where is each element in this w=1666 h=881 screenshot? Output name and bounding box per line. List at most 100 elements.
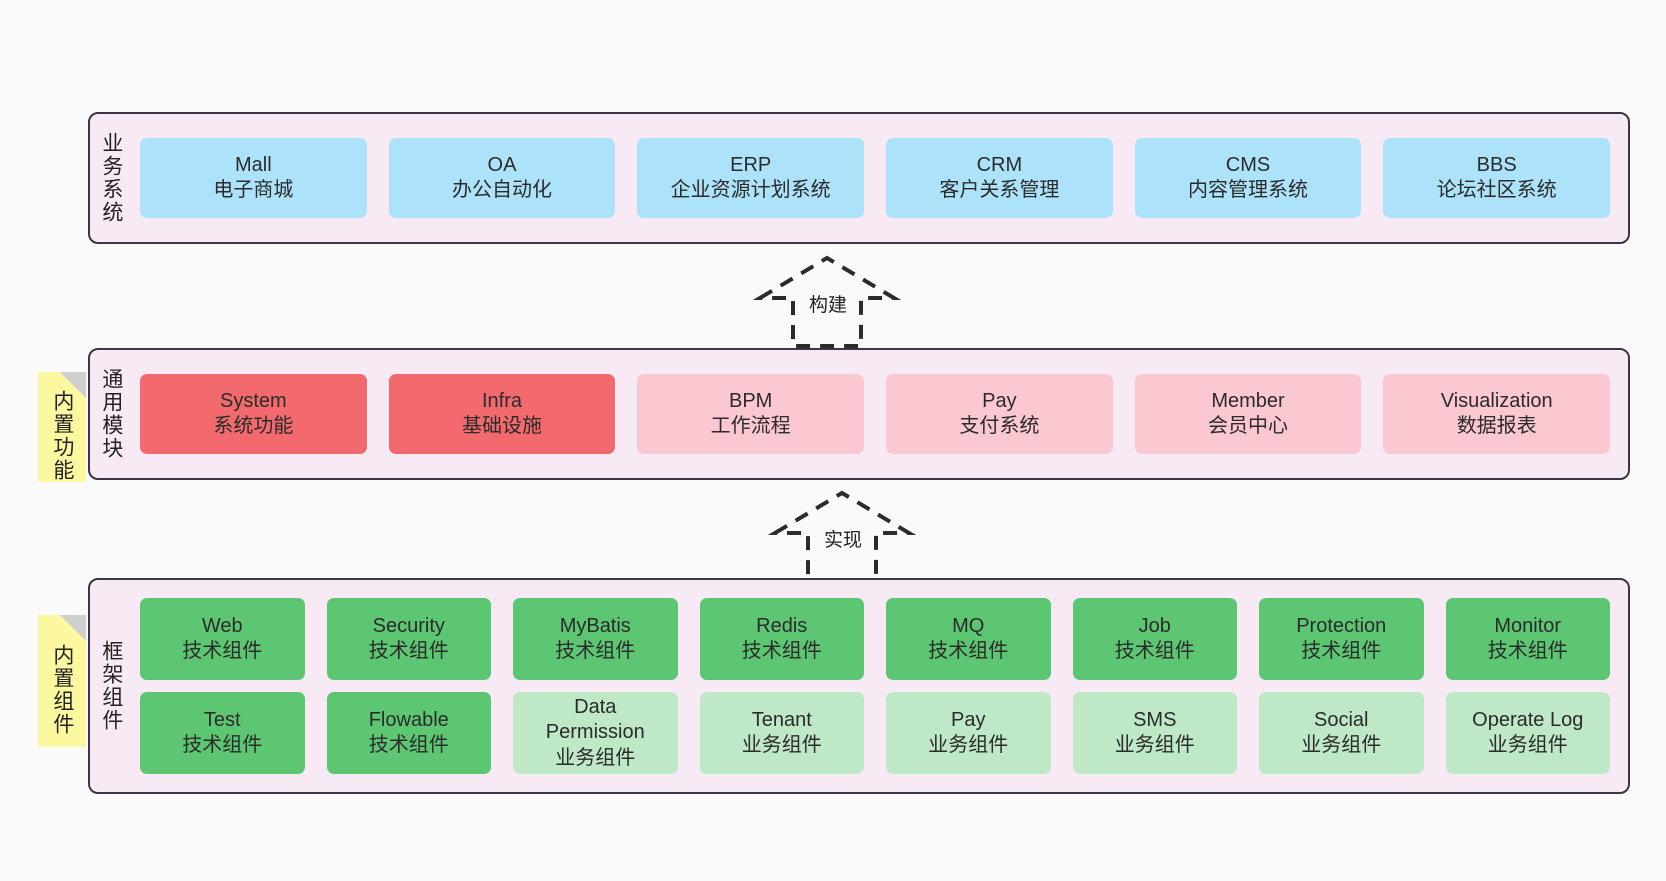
card-title: ERP <box>730 153 772 176</box>
card-subtitle: 业务组件 <box>928 734 1009 756</box>
card-infra[interactable]: Infra 基础设施 <box>388 374 616 454</box>
card-subtitle: 技术组件 <box>368 734 449 756</box>
card-subtitle: 内容管理系统 <box>1188 179 1309 201</box>
card-subtitle: 基础设施 <box>462 415 542 437</box>
card-title: Infra <box>481 389 523 412</box>
card-row: Test 技术组件 Flowable 技术组件 Data Permission … <box>140 692 1610 774</box>
card-flowable[interactable]: Flowable 技术组件 <box>326 692 491 774</box>
card-row: Mall 电子商城 OA 办公自动化 ERP 企业资源计划系统 CRM 客户关系… <box>140 138 1611 218</box>
card-title: Protection <box>1296 614 1387 637</box>
card-protection[interactable]: Protection 技术组件 <box>1259 598 1424 680</box>
card-subtitle: 业务组件 <box>555 746 636 769</box>
sticky-note-label: 内置功能 <box>50 390 74 482</box>
card-title: Redis <box>756 614 808 637</box>
card-title: OA <box>487 153 517 176</box>
card-title: Pay <box>951 708 986 731</box>
card-erp[interactable]: ERP 企业资源计划系统 <box>637 138 865 218</box>
card-mq[interactable]: MQ 技术组件 <box>886 598 1051 680</box>
card-web[interactable]: Web 技术组件 <box>140 598 305 680</box>
card-title: Data <box>574 696 617 719</box>
card-member[interactable]: Member 会员中心 <box>1134 374 1362 454</box>
card-subtitle: 电子商城 <box>213 179 294 201</box>
card-pay[interactable]: Pay 支付系统 <box>886 374 1113 454</box>
card-subtitle: 数据报表 <box>1456 415 1537 437</box>
card-system[interactable]: System 系统功能 <box>140 374 367 454</box>
card-bpm[interactable]: BPM 工作流程 <box>637 374 865 454</box>
layer-title-common-modules: 通用模块 <box>99 368 123 460</box>
card-subtitle: 企业资源计划系统 <box>670 179 831 201</box>
card-title: Web <box>201 614 243 637</box>
card-title: System <box>219 389 287 412</box>
card-visualization[interactable]: Visualization 数据报表 <box>1383 374 1611 454</box>
card-subtitle: 客户关系管理 <box>939 179 1060 201</box>
layer-common-modules: 通用模块 System 系统功能 Infra 基础设施 BPM 工作流程 Pay… <box>88 348 1630 480</box>
card-subtitle: 技术组件 <box>182 640 263 662</box>
card-title: MQ <box>952 614 985 637</box>
card-subtitle: 办公自动化 <box>452 179 552 201</box>
connector-implement: 实现 <box>760 485 940 585</box>
card-tenant[interactable]: Tenant 业务组件 <box>699 692 864 774</box>
card-subtitle: 会员中心 <box>1208 415 1289 437</box>
card-bbs[interactable]: BBS 论坛社区系统 <box>1383 138 1611 218</box>
card-subtitle: 业务组件 <box>1487 734 1568 756</box>
card-social[interactable]: Social 业务组件 <box>1259 692 1424 774</box>
page-fold-icon <box>60 372 86 398</box>
card-title: BBS <box>1476 153 1517 176</box>
connector-build: 构建 <box>745 250 925 350</box>
card-subtitle: 技术组件 <box>1301 640 1382 662</box>
card-subtitle: 技术组件 <box>1114 640 1195 662</box>
card-operate-log[interactable]: Operate Log 业务组件 <box>1445 692 1610 774</box>
card-monitor[interactable]: Monitor 技术组件 <box>1445 598 1610 680</box>
card-subtitle: 技术组件 <box>741 640 822 662</box>
card-title: Monitor <box>1494 614 1562 637</box>
card-title-line2: Permission <box>545 721 645 744</box>
card-title: BPM <box>729 389 773 412</box>
card-job[interactable]: Job 技术组件 <box>1072 598 1237 680</box>
card-pay-component[interactable]: Pay 业务组件 <box>886 692 1051 774</box>
card-mybatis[interactable]: MyBatis 技术组件 <box>513 598 678 680</box>
card-subtitle: 业务组件 <box>1114 734 1195 756</box>
page-fold-icon <box>60 615 86 641</box>
card-subtitle: 技术组件 <box>555 640 636 662</box>
card-title: Member <box>1211 389 1285 412</box>
layer-body-framework-components: Web 技术组件 Security 技术组件 MyBatis 技术组件 Redi… <box>132 580 1628 792</box>
layer-title-business-systems: 业务系统 <box>99 132 123 224</box>
connector-implement-label: 实现 <box>824 530 863 551</box>
card-sms[interactable]: SMS 业务组件 <box>1072 692 1237 774</box>
card-row: System 系统功能 Infra 基础设施 BPM 工作流程 Pay 支付系统… <box>140 374 1611 454</box>
card-subtitle: 技术组件 <box>182 734 263 756</box>
layer-body-business-systems: Mall 电子商城 OA 办公自动化 ERP 企业资源计划系统 CRM 客户关系… <box>132 114 1628 242</box>
card-title: MyBatis <box>559 614 631 637</box>
card-title: Security <box>372 614 445 637</box>
card-data-permission[interactable]: Data Permission 业务组件 <box>513 692 678 774</box>
card-title: CRM <box>976 153 1023 176</box>
card-subtitle: 业务组件 <box>741 734 822 756</box>
card-oa[interactable]: OA 办公自动化 <box>388 138 616 218</box>
card-subtitle: 技术组件 <box>1487 640 1568 662</box>
card-subtitle: 支付系统 <box>959 415 1040 437</box>
card-security[interactable]: Security 技术组件 <box>326 598 491 680</box>
card-subtitle: 系统功能 <box>213 415 294 437</box>
card-row: Web 技术组件 Security 技术组件 MyBatis 技术组件 Redi… <box>140 598 1610 680</box>
card-redis[interactable]: Redis 技术组件 <box>699 598 864 680</box>
card-mall[interactable]: Mall 电子商城 <box>140 138 367 218</box>
connector-build-label: 构建 <box>809 295 848 316</box>
card-title: Visualization <box>1440 389 1553 412</box>
card-test[interactable]: Test 技术组件 <box>140 692 305 774</box>
card-title: Test <box>203 708 241 731</box>
sticky-note-builtin-components: 内置组件 <box>38 615 86 747</box>
card-crm[interactable]: CRM 客户关系管理 <box>886 138 1113 218</box>
card-title: Pay <box>982 389 1017 412</box>
card-subtitle: 论坛社区系统 <box>1436 179 1557 201</box>
layer-body-common-modules: System 系统功能 Infra 基础设施 BPM 工作流程 Pay 支付系统… <box>132 350 1628 478</box>
layer-framework-components: 框架组件 Web 技术组件 Security 技术组件 MyBatis 技术组件… <box>88 578 1630 794</box>
card-cms[interactable]: CMS 内容管理系统 <box>1134 138 1362 218</box>
card-title: Operate Log <box>1472 708 1584 731</box>
card-subtitle: 工作流程 <box>710 415 791 437</box>
layer-title-framework-components: 框架组件 <box>99 640 123 732</box>
dashed-up-arrow-icon <box>767 490 917 583</box>
card-title: Social <box>1314 708 1369 731</box>
card-title: SMS <box>1133 708 1177 731</box>
card-subtitle: 业务组件 <box>1301 734 1382 756</box>
